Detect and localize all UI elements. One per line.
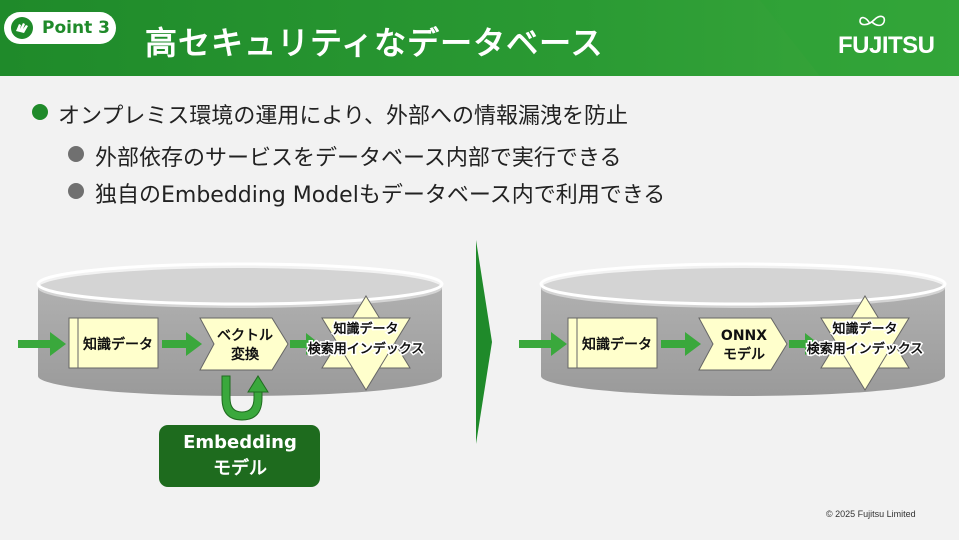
- embedding-loop-arrow: [221, 375, 269, 421]
- left-knowledge-data-label: 知識データ: [83, 336, 153, 353]
- left-knowledge-data-box: 知識データ: [68, 317, 159, 369]
- vector-label-1: ベクトル: [217, 328, 273, 344]
- left-index-label-1: 知識データ: [333, 321, 398, 337]
- right-index-shape: 知識データ 検索用インデックス: [805, 295, 925, 391]
- hands-icon: [11, 17, 33, 39]
- point-badge: Point 3: [4, 12, 116, 44]
- copyright: © 2025 Fujitsu Limited: [826, 509, 916, 519]
- right-knowledge-data-box: 知識データ: [567, 317, 658, 369]
- left-index-label-2: 検索用インデックス: [308, 341, 425, 357]
- header-decoration: [760, 0, 959, 76]
- right-index-label-1: 知識データ: [832, 321, 897, 337]
- bullet-dot-sub1: [68, 146, 84, 162]
- embedding-label-1: Embedding: [183, 432, 297, 453]
- transition-chevron: [476, 240, 492, 444]
- bullet-sub1: 外部依存のサービスをデータベース内部で実行できる: [95, 146, 622, 171]
- onnx-label-2: モデル: [723, 346, 765, 363]
- right-index-label-2: 検索用インデックス: [807, 341, 924, 357]
- onnx-label-1: ONNX: [721, 328, 767, 344]
- left-index-shape: 知識データ 検索用インデックス: [306, 295, 426, 391]
- vector-label-2: 変換: [231, 346, 260, 363]
- embedding-label-2: モデル: [213, 457, 267, 479]
- page-title: 高セキュリティなデータベース: [145, 24, 604, 62]
- logo-text: FUJITSU: [838, 32, 935, 59]
- left-arrow-to-vector: [162, 332, 202, 356]
- right-arrow-to-onnx: [661, 332, 701, 356]
- fujitsu-logo: FUJITSU: [838, 14, 935, 60]
- left-input-arrow: [18, 332, 66, 356]
- logo-infinity-icon: [859, 15, 886, 27]
- right-arrow-to-index: [789, 333, 819, 355]
- bullet-dot-main: [32, 104, 48, 120]
- embedding-model-box: Embedding モデル: [159, 425, 320, 487]
- header-bar: Point 3 高セキュリティなデータベース FUJITSU: [0, 0, 959, 76]
- right-input-arrow: [519, 332, 567, 356]
- vector-conversion-shape: ベクトル 変換: [199, 317, 289, 371]
- bullet-dot-sub2: [68, 183, 84, 199]
- bullet-sub2: 独自のEmbedding Modelもデータベース内で利用できる: [95, 183, 666, 208]
- bullet-main: オンプレミス環境の運用により、外部への情報漏洩を防止: [58, 104, 629, 129]
- right-knowledge-data-label: 知識データ: [582, 336, 652, 353]
- onnx-model-shape: ONNX モデル: [698, 317, 788, 371]
- badge-label: Point 3: [42, 18, 110, 38]
- left-arrow-to-index: [290, 333, 320, 355]
